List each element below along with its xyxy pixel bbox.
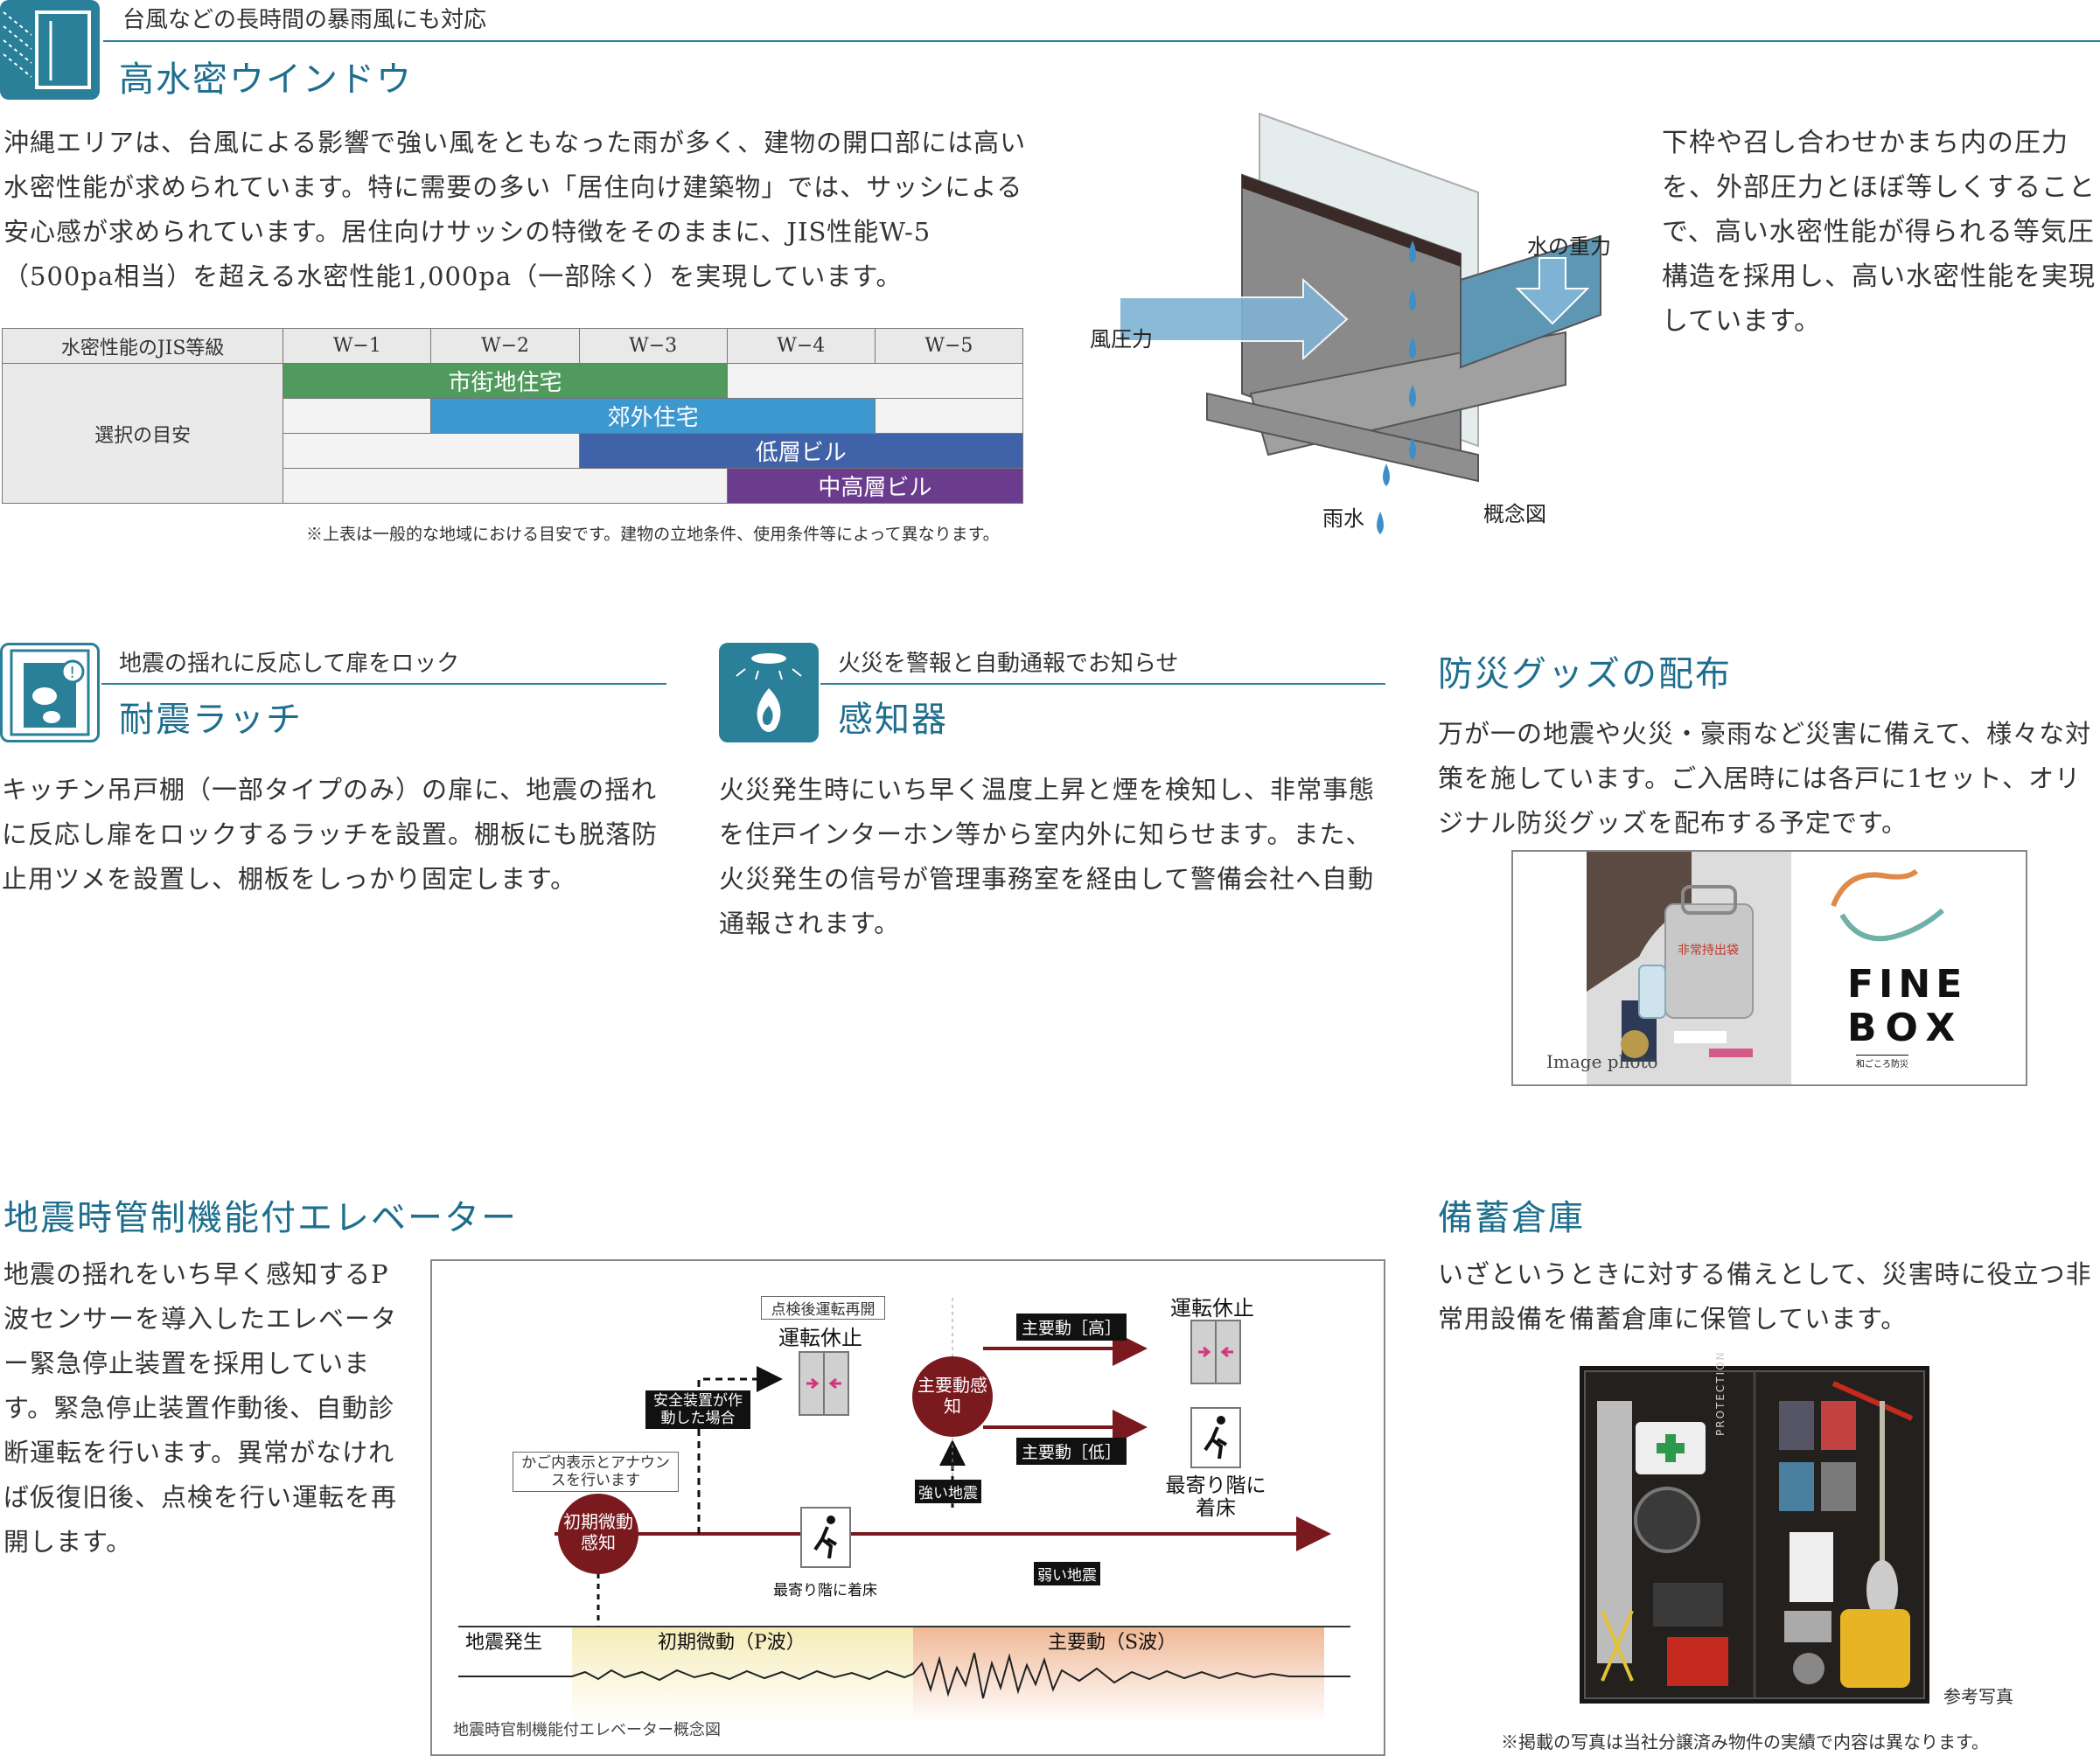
jis-bar-lowrise: 低層ビル: [578, 433, 1024, 469]
storage-photo: PROTECTION: [1580, 1350, 1929, 1704]
weak-quake-label: 弱い地震: [1034, 1562, 1100, 1585]
window-subtitle: 台風などの長時間の暴雨風にも対応: [122, 7, 487, 33]
latch-title: 耐震ラッチ: [119, 700, 303, 740]
goods-photo-caption: Image photo: [1546, 1051, 1658, 1072]
goods-photo: 非常持出袋: [1587, 852, 1791, 1084]
elevator-diagram: 初期微動感知 主要動感知 かご内表示とアナウンスを行います 安全装置が作動した場…: [430, 1259, 1385, 1756]
label-wind-pressure: 風圧力: [1090, 327, 1153, 352]
storage-photo-caption: 参考写真: [1943, 1686, 2013, 1707]
finebox-logo-line1: FINE: [1847, 962, 1968, 1007]
jis-table: 水密性能のJIS等級 W−1 W−2 W−3 W−4 W−5 選択の目安 市街地…: [1, 328, 1024, 504]
elevator-body: 地震の揺れをいち早く感知するP波センサーを導入したエレベーター緊急停止装置を採用…: [3, 1259, 398, 1557]
stop-label-1: 運転休止: [778, 1326, 862, 1350]
s-wave-label: 主要動（S波）: [1048, 1632, 1177, 1654]
storage-photo-label: PROTECTION: [1714, 1350, 1727, 1436]
elevator-door-icon-2: [1190, 1320, 1241, 1384]
detector-body: 火災発生時にいち早く温度上昇と煙を検知し、非常事態を住戸インターホン等から室内外…: [719, 775, 1376, 938]
label-rainwater: 雨水: [1322, 506, 1364, 531]
resume-label: 点検後運転再開: [761, 1296, 885, 1320]
car-display-label: かご内表示とアナウンスを行います: [513, 1452, 679, 1492]
window-body: 沖縄エリアは、台風による影響で強い風をともなった雨が多く、建物の開口部には高い水…: [3, 128, 1027, 291]
elevator-exit-icon-1: [800, 1507, 851, 1568]
detector-title: 感知器: [838, 700, 948, 740]
latch-subtitle: 地震の揺れに反応して扉をロック: [119, 651, 460, 677]
jis-header-cell: 水密性能のJIS等級: [1, 328, 284, 364]
storage-note: ※掲載の写真は当社分譲済み物件の実績で内容は異なります。: [1501, 1732, 1989, 1753]
quake-start-label: 地震発生: [465, 1632, 543, 1654]
label-water-gravity: 水の重力: [1527, 234, 1611, 259]
jis-bar-midhighrise: 中高層ビル: [726, 468, 1024, 504]
main-high-label: 主要動［高］: [1016, 1314, 1127, 1341]
jis-bar-suburban: 郊外住宅: [430, 398, 876, 434]
jis-table-note: ※上表は一般的な地域における目安です。建物の立地条件、使用条件等によって異なりま…: [306, 525, 1000, 544]
latch-rule: [101, 683, 666, 685]
window-title: 高水密ウインドウ: [119, 59, 413, 100]
svg-text:!: !: [69, 664, 75, 682]
jis-header-cell: W−5: [874, 328, 1024, 364]
jis-header-cell: W−1: [283, 328, 432, 364]
finebox-logo-line2: BOX: [1847, 1006, 1964, 1050]
finebox-logo-sub: 和ごころ防災: [1856, 1055, 1908, 1070]
window-side-text: 下枠や召し合わせかまち内の圧力を、外部圧力とほぼ等しくすることで、高い水密性能が…: [1662, 128, 2096, 337]
safety-device-label: 安全装置が作動した場合: [645, 1390, 750, 1429]
elevator-exit-icon-2: [1190, 1407, 1241, 1468]
goods-bag-label: 非常持出袋: [1678, 944, 1739, 958]
initial-detect-label: 初期微動感知: [563, 1511, 633, 1553]
window-sash-diagram: [1076, 105, 1636, 560]
jis-row-label: 選択の目安: [1, 363, 284, 504]
elevator-diagram-caption: 地震時官制機能付エレベーター概念図: [453, 1721, 721, 1739]
window-rain-icon: [0, 0, 100, 100]
nearest-floor-label-2: 最寄り階に着床: [1165, 1474, 1266, 1520]
main-detect-label: 主要動感知: [917, 1375, 987, 1417]
jis-header-cell: W−2: [430, 328, 580, 364]
jis-header-cell: W−4: [726, 328, 876, 364]
nearest-floor-label-1: 最寄り階に着床: [773, 1582, 877, 1599]
storage-title: 備蓄倉庫: [1438, 1198, 1585, 1238]
label-concept: 概念図: [1483, 502, 1546, 526]
goods-photo-frame: 非常持出袋 Image photo FINE BOX 和ごころ防災: [1511, 850, 2027, 1086]
window-rule: [103, 40, 2100, 42]
goods-body: 万が一の地震や火災・豪雨など災害に備えて、様々な対策を施しています。ご入居時には…: [1438, 719, 2092, 838]
detector-subtitle: 火災を警報と自動通報でお知らせ: [838, 651, 1179, 677]
storage-body: いざというときに対する備えとして、災害時に役立つ非常用設備を備蓄倉庫に保管してい…: [1438, 1259, 2092, 1334]
strong-quake-label: 強い地震: [915, 1480, 981, 1503]
latch-cabinet-icon: !: [0, 643, 100, 742]
stop-label-2: 運転休止: [1170, 1296, 1254, 1320]
elevator-title: 地震時管制機能付エレベーター: [3, 1198, 518, 1238]
p-wave-label: 初期微動（P波）: [658, 1632, 806, 1654]
main-low-label: 主要動［低］: [1016, 1438, 1127, 1465]
latch-body: キッチン吊戸棚（一部タイプのみ）の扉に、地震の揺れに反応し扉をロックするラッチを…: [2, 775, 659, 894]
goods-title: 防災グッズの配布: [1438, 654, 1732, 694]
jis-header-cell: W−3: [578, 328, 728, 364]
detector-rule: [820, 683, 1385, 685]
fire-detector-icon: [719, 643, 819, 742]
finebox-logo-icon: [1824, 862, 1956, 950]
jis-bar-urban: 市街地住宅: [283, 363, 728, 399]
elevator-door-icon-1: [799, 1351, 849, 1416]
